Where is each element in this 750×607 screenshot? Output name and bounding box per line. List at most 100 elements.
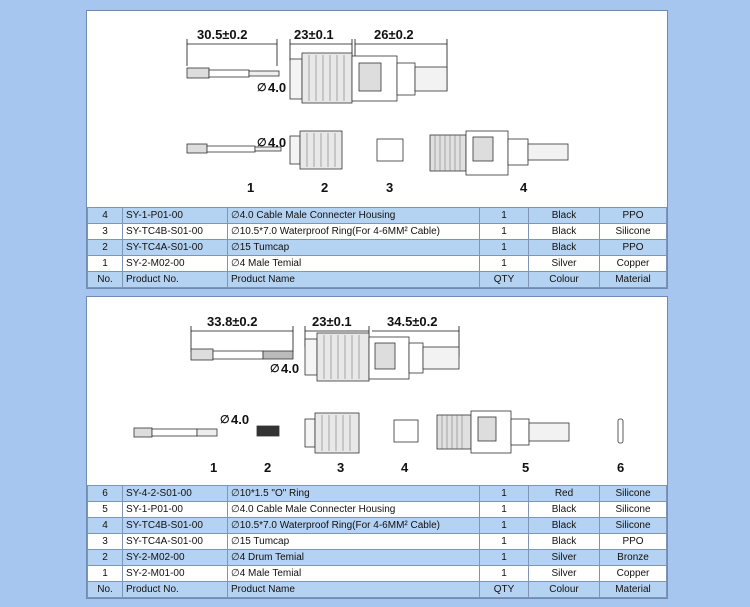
table-row: 1 SY-2-M01-00 ∅4 Male Temial 1 Silver Co… — [87, 565, 667, 582]
diameter-label-mid-2: 4.0 — [231, 412, 249, 427]
cell-no: 4 — [87, 207, 123, 224]
header-material: Material — [599, 581, 667, 598]
cell-qty: 1 — [479, 255, 529, 272]
part-number-label: 4 — [520, 180, 528, 195]
connector-assembled — [289, 52, 448, 104]
cell-colour: Silver — [528, 255, 600, 272]
male-pin-assembled — [190, 348, 294, 361]
cell-colour: Silver — [528, 565, 600, 582]
cell-no: 3 — [87, 223, 123, 240]
cell-no: 5 — [87, 501, 123, 518]
cell-material: PPO — [599, 207, 667, 224]
table-header-row: No. Product No. Product Name QTY Colour … — [87, 271, 667, 288]
connector-assembled — [304, 332, 460, 382]
cell-colour: Silver — [528, 549, 600, 566]
cell-material: Silicone — [599, 501, 667, 518]
table-row: 3 SY-TC4A-S01-00 ∅15 Tumcap 1 Black PPO — [87, 533, 667, 550]
cell-no: 4 — [87, 517, 123, 534]
cell-no: 6 — [87, 485, 123, 502]
header-no: No. — [87, 271, 123, 288]
cell-qty: 1 — [479, 501, 529, 518]
part-number-label: 3 — [386, 180, 393, 195]
table-row: 1 SY-2-M02-00 ∅4 Male Temial 1 Silver Co… — [87, 255, 667, 272]
part-number-label: 5 — [522, 460, 529, 475]
cell-colour: Black — [528, 501, 600, 518]
cell-no: 2 — [87, 239, 123, 256]
cell-product-no: SY-1-P01-00 — [122, 501, 228, 518]
cell-qty: 1 — [479, 533, 529, 550]
part-4-cable-housing — [429, 130, 569, 176]
part-2-tumcap — [289, 130, 343, 170]
svg-text:∅: ∅ — [220, 414, 230, 426]
cell-material: Silicone — [599, 517, 667, 534]
technical-drawing-2: 33.8±0.2 23±0.1 34.5±0.2 ∅ 4.0 — [133, 314, 624, 475]
cell-product-name: ∅4.0 Cable Male Connecter Housing — [227, 501, 480, 518]
part-4-waterproof-ring — [393, 419, 419, 443]
cell-material: Copper — [599, 565, 667, 582]
diameter-label-mid-1: 4.0 — [268, 135, 286, 150]
part-1-male-terminal — [133, 427, 218, 438]
cell-product-name: ∅10.5*7.0 Waterproof Ring(For 4-6MM² Cab… — [227, 223, 480, 240]
male-pin-assembled — [186, 67, 280, 79]
part-3-waterproof-ring — [376, 138, 404, 162]
cell-qty: 1 — [479, 207, 529, 224]
part-1-male-terminal — [186, 143, 282, 154]
header-product-name: Product Name — [227, 271, 480, 288]
cell-product-name: ∅15 Tumcap — [227, 239, 480, 256]
technical-drawing-1: 30.5±0.2 23±0.1 26±0.2 ∅ 4.0 — [186, 27, 569, 195]
cell-product-no: SY-2-M02-00 — [122, 255, 228, 272]
cell-material: Silicone — [599, 485, 667, 502]
cell-material: PPO — [599, 533, 667, 550]
dimension-1b: 23±0.1 — [294, 27, 334, 42]
cell-product-name: ∅4 Male Temial — [227, 565, 480, 582]
bill-of-materials-table-2: 6 SY-4-2-S01-00 ∅10*1.5 "O" Ring 1 Red S… — [87, 485, 667, 598]
part-number-label: 2 — [264, 460, 271, 475]
diameter-label-top-2: 4.0 — [281, 361, 299, 376]
header-colour: Colour — [528, 581, 600, 598]
cell-colour: Black — [528, 223, 600, 240]
cell-product-name: ∅10*1.5 "O" Ring — [227, 485, 480, 502]
table-header-row: No. Product No. Product Name QTY Colour … — [87, 581, 667, 598]
part-number-label: 2 — [321, 180, 328, 195]
svg-text:∅: ∅ — [257, 82, 267, 94]
cell-colour: Black — [528, 207, 600, 224]
part-number-label: 6 — [617, 460, 624, 475]
svg-text:∅: ∅ — [270, 363, 280, 375]
cell-product-no: SY-2-M01-00 — [122, 565, 228, 582]
diameter-label-top-1: 4.0 — [268, 80, 286, 95]
table-row: 5 SY-1-P01-00 ∅4.0 Cable Male Connecter … — [87, 501, 667, 518]
cell-product-no: SY-2-M02-00 — [122, 549, 228, 566]
cell-product-name: ∅10.5*7.0 Waterproof Ring(For 4-6MM² Cab… — [227, 517, 480, 534]
part-number-label: 3 — [337, 460, 344, 475]
dimension-1c: 26±0.2 — [374, 27, 414, 42]
dimension-2b: 23±0.1 — [312, 314, 352, 329]
cell-product-name: ∅15 Tumcap — [227, 533, 480, 550]
table-row: 2 SY-TC4A-S01-00 ∅15 Tumcap 1 Black PPO — [87, 239, 667, 256]
bill-of-materials-table-1: 4 SY-1-P01-00 ∅4.0 Cable Male Connecter … — [87, 207, 667, 288]
part-number-label: 1 — [247, 180, 254, 195]
cell-no: 1 — [87, 255, 123, 272]
cell-no: 1 — [87, 565, 123, 582]
cell-qty: 1 — [479, 239, 529, 256]
cell-no: 2 — [87, 549, 123, 566]
part-number-label: 4 — [401, 460, 409, 475]
cell-material: Silicone — [599, 223, 667, 240]
table-row: 6 SY-4-2-S01-00 ∅10*1.5 "O" Ring 1 Red S… — [87, 485, 667, 502]
cell-product-no: SY-1-P01-00 — [122, 207, 228, 224]
cell-qty: 1 — [479, 517, 529, 534]
header-qty: QTY — [479, 271, 529, 288]
cell-qty: 1 — [479, 223, 529, 240]
dimension-2a: 33.8±0.2 — [207, 314, 258, 329]
cell-material: Copper — [599, 255, 667, 272]
cell-colour: Black — [528, 533, 600, 550]
cell-colour: Red — [528, 485, 600, 502]
table-row: 2 SY-2-M02-00 ∅4 Drum Temial 1 Silver Br… — [87, 549, 667, 566]
cell-qty: 1 — [479, 565, 529, 582]
cell-material: Bronze — [599, 549, 667, 566]
cell-colour: Black — [528, 517, 600, 534]
header-product-no: Product No. — [122, 271, 228, 288]
assembly-panel-2: 33.8±0.2 23±0.1 34.5±0.2 ∅ 4.0 — [86, 296, 668, 599]
cell-product-no: SY-TC4A-S01-00 — [122, 533, 228, 550]
table-row: 4 SY-TC4B-S01-00 ∅10.5*7.0 Waterproof Ri… — [87, 517, 667, 534]
header-colour: Colour — [528, 271, 600, 288]
